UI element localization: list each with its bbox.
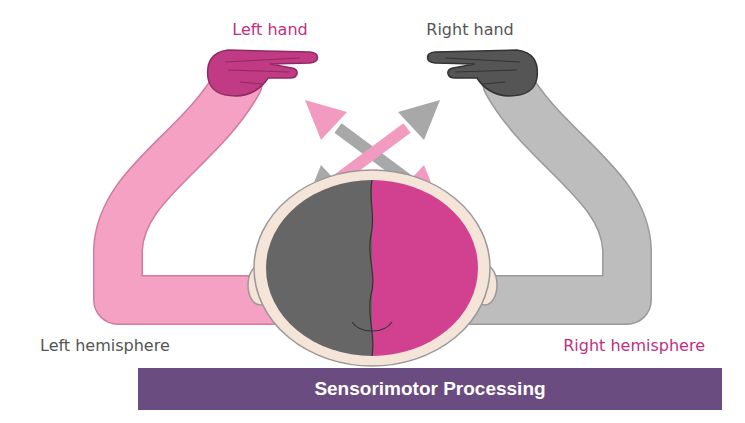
hemisphere-label: Left hemisphere xyxy=(40,336,170,356)
left-hemisphere xyxy=(266,180,372,356)
hemisphere-label: Right hemisphere xyxy=(563,336,705,356)
right-hand xyxy=(428,50,538,96)
title-band: Sensorimotor Processing xyxy=(138,368,722,410)
head-top-view xyxy=(248,170,497,366)
left-hand xyxy=(208,50,318,96)
hand-label: Right hand xyxy=(426,20,513,40)
right-hemisphere xyxy=(372,180,478,356)
title-text: Sensorimotor Processing xyxy=(314,378,545,400)
hand-label: Left hand xyxy=(232,20,307,40)
